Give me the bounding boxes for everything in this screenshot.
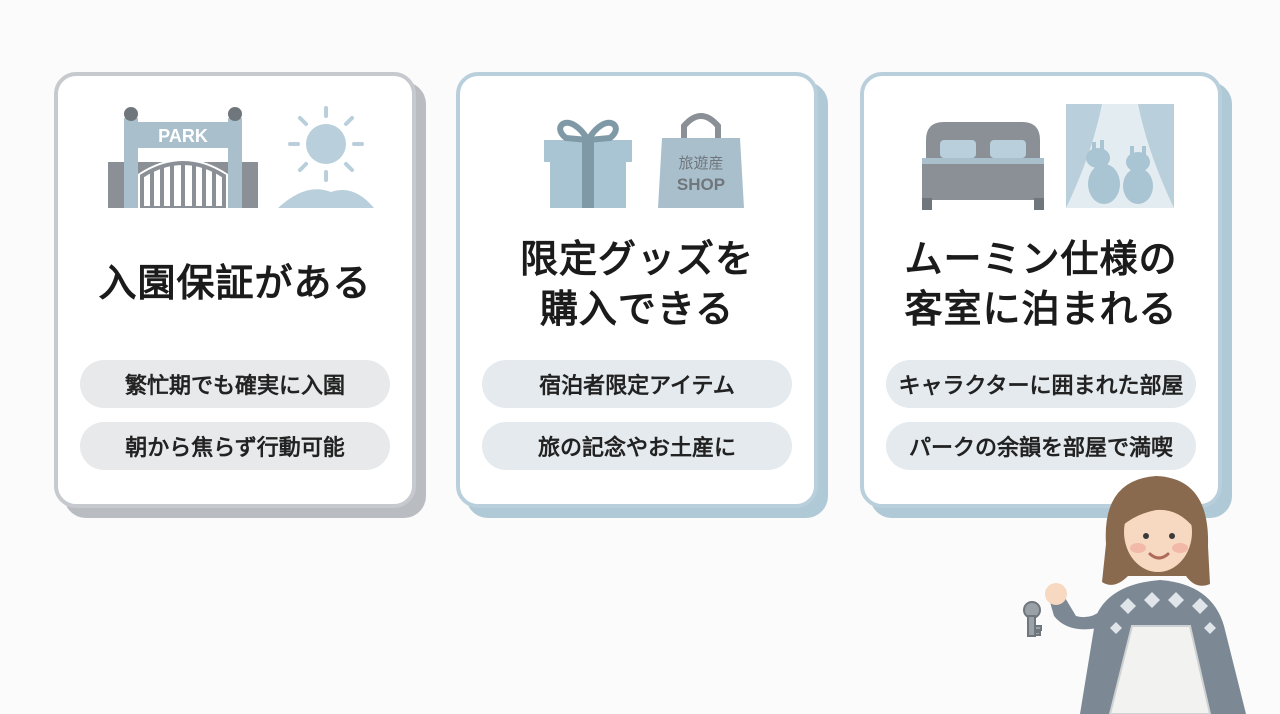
feature-pill: パークの余韻を部屋で満喫	[886, 422, 1196, 470]
card-icons	[864, 104, 1218, 212]
card-title: ムーミン仕様の 客室に泊まれる	[864, 234, 1218, 334]
bag-text-bottom: SHOP	[677, 175, 725, 194]
card-moomin-room: ムーミン仕様の 客室に泊まれる キャラクターに囲まれた部屋 パークの余韻を部屋で…	[860, 72, 1222, 508]
park-gate-icon: PARK	[108, 107, 258, 208]
card-title: 入園保証がある	[58, 258, 412, 308]
woman-holding-key-illustration	[1023, 476, 1246, 714]
feature-pill: 宿泊者限定アイテム	[482, 360, 792, 408]
gift-box-icon	[544, 119, 632, 208]
card-admission-guarantee: PARK	[54, 72, 416, 508]
feature-pill: 繁忙期でも確実に入園	[80, 360, 390, 408]
gate-sign-text: PARK	[158, 126, 208, 146]
bed-icon	[922, 122, 1044, 210]
card-title-line: 客室に泊まれる	[904, 287, 1178, 331]
window-characters-icon	[1066, 104, 1174, 208]
card-icons: 旅遊産 SHOP	[460, 104, 814, 212]
sun-icon	[278, 106, 374, 208]
feature-pill: 旅の記念やお土産に	[482, 422, 792, 470]
card-title-line: 限定グッズを	[519, 237, 754, 281]
card-title-line: 入園保証がある	[98, 261, 372, 305]
card-icons: PARK	[58, 104, 412, 212]
card-title-line: 購入できる	[539, 287, 735, 331]
shopping-bag-icon: 旅遊産 SHOP	[658, 113, 744, 208]
feature-pill: 朝から焦らず行動可能	[80, 422, 390, 470]
card-limited-goods: 旅遊産 SHOP 限定グッズを 購入できる 宿泊者限定アイテム 旅の記念やお土産…	[456, 72, 818, 508]
card-title-line: ムーミン仕様の	[904, 237, 1178, 281]
card-title: 限定グッズを 購入できる	[460, 234, 814, 334]
feature-pill: キャラクターに囲まれた部屋	[886, 360, 1196, 408]
bag-text-top: 旅遊産	[678, 154, 723, 172]
